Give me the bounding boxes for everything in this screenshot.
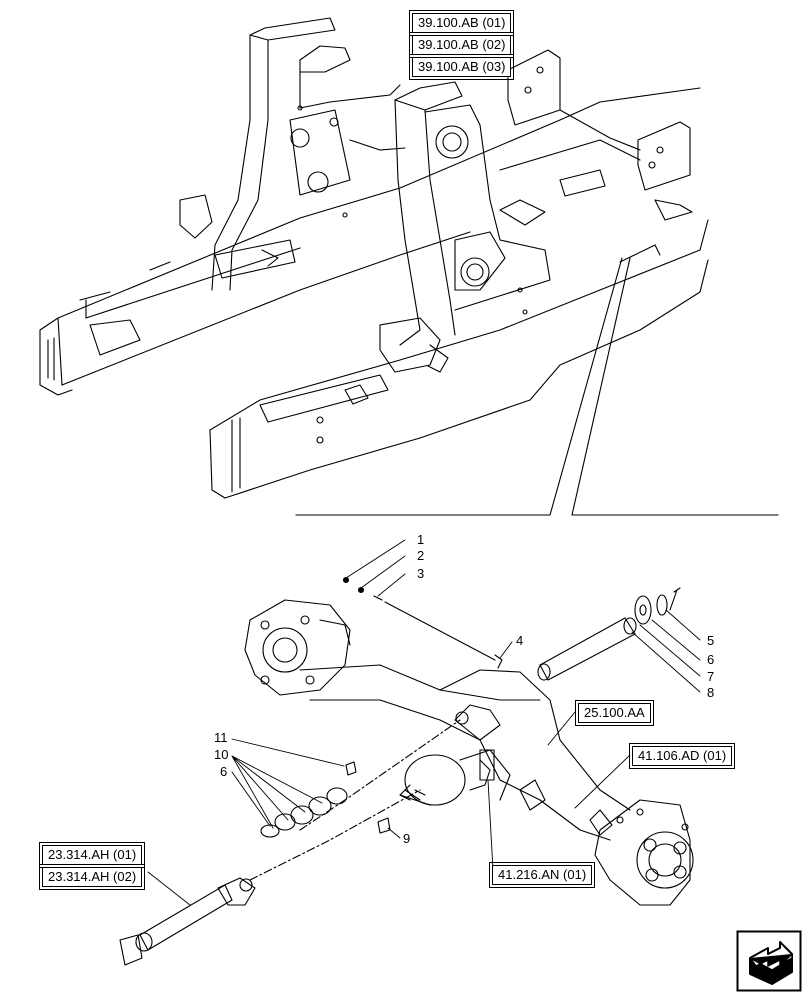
callout-9: 9 [403, 831, 411, 846]
seal-parts [249, 719, 461, 881]
ref-driveshaft-01[interactable]: 23.314.AH (01) [38, 842, 146, 868]
callout-6: 6 [707, 652, 715, 667]
callout-1: 1 [417, 532, 425, 547]
callout-8: 8 [707, 685, 715, 700]
ref-axle-housing[interactable]: 25.100.AA [575, 700, 654, 726]
ref-driveshaft-02[interactable]: 23.314.AH (02) [38, 864, 146, 890]
callout-5: 5 [707, 633, 715, 648]
ref-frame-01[interactable]: 39.100.AB (01) [408, 10, 515, 36]
next-page-arrow-icon[interactable] [736, 930, 802, 992]
pivot-pin-parts [537, 587, 681, 681]
ref-axle-left[interactable]: 41.106.AD (01) [628, 743, 736, 769]
frame-leader-lines [295, 257, 779, 516]
callout-4: 4 [516, 633, 524, 648]
front-axle-assembly [244, 599, 694, 906]
callout-3: 3 [417, 566, 425, 581]
callout-2: 2 [417, 548, 425, 563]
callout-6b: 6 [220, 764, 228, 779]
callout-11: 11 [214, 730, 228, 745]
ref-frame-03[interactable]: 39.100.AB (03) [408, 54, 515, 80]
callout-leaders [147, 539, 701, 906]
chassis-frame [39, 17, 709, 499]
callout-10: 10 [214, 747, 229, 762]
grease-line-parts [342, 576, 503, 669]
callout-7: 7 [707, 669, 715, 684]
ref-frame-02[interactable]: 39.100.AB (02) [408, 32, 515, 58]
ref-axle-pivot[interactable]: 41.216.AN (01) [488, 862, 596, 888]
driveshaft [119, 877, 256, 966]
